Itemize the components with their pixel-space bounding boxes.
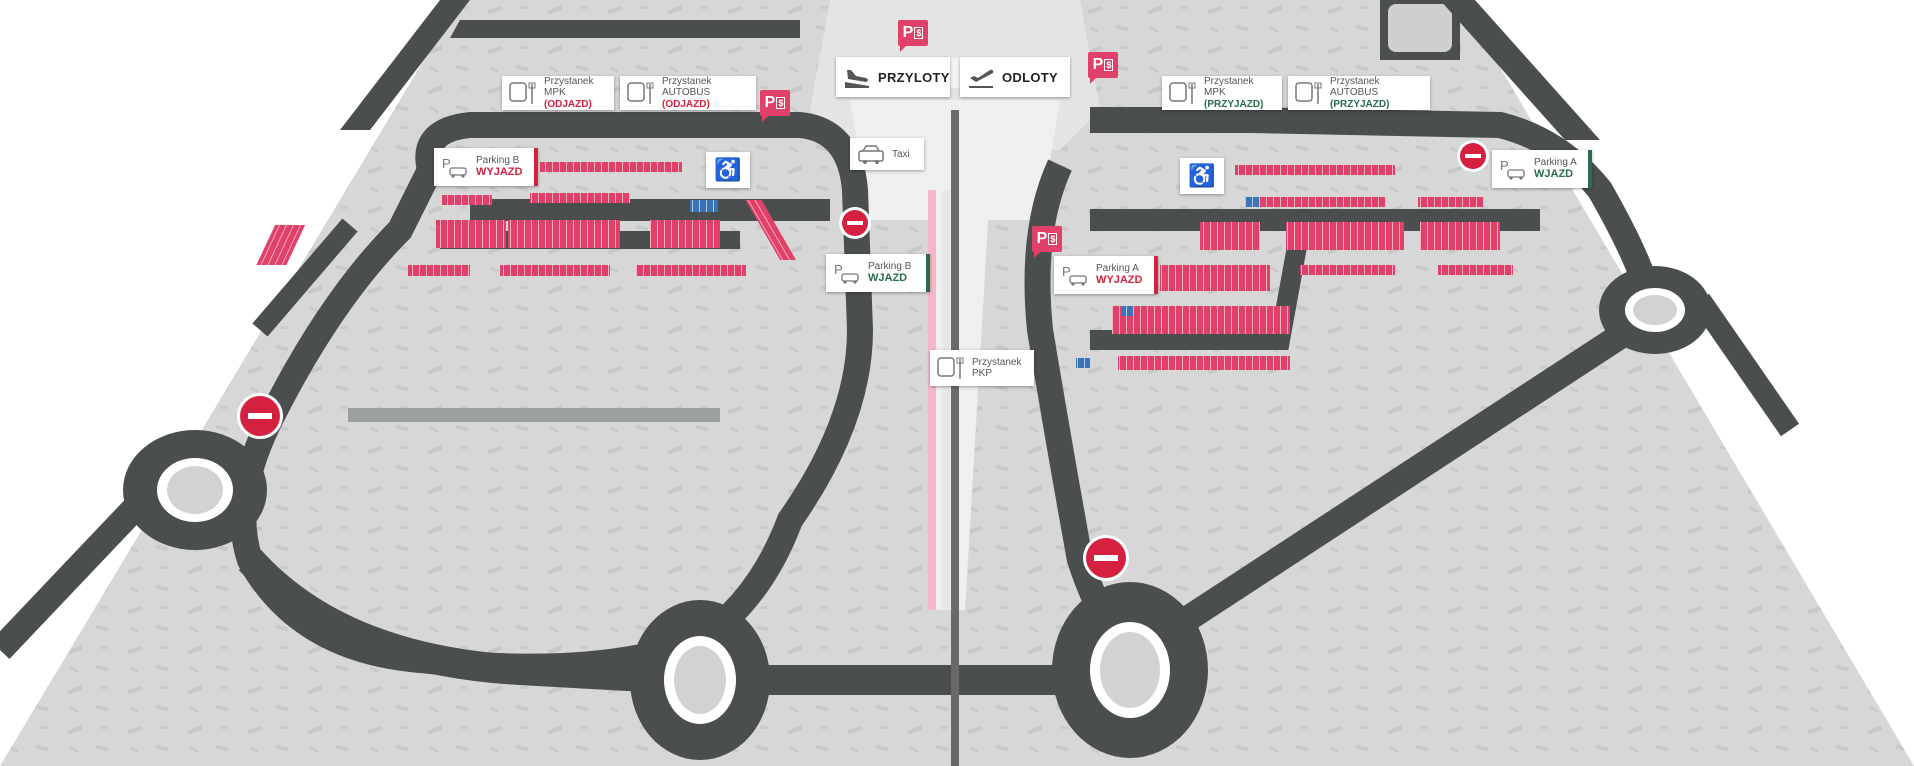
parking-badge-icon[interactable]: P$	[760, 90, 790, 122]
parking-car-icon: P	[1500, 158, 1525, 180]
no-entry-icon	[240, 396, 280, 436]
svg-text:P: P	[442, 156, 451, 171]
train-stop-icon	[937, 357, 964, 379]
stop-tag: (PRZYJAZD)	[1204, 98, 1264, 110]
ticket-icon: $	[914, 27, 924, 39]
parking-name: Parking B	[476, 154, 520, 166]
departures-label: ODLOTY	[1002, 69, 1058, 85]
ticket-icon: $	[1104, 59, 1114, 71]
parking-badge-icon[interactable]: P$	[898, 20, 928, 52]
roundabout-left	[123, 430, 267, 550]
parking-car-icon: P	[834, 262, 859, 284]
parking-badge-letter: P	[764, 94, 776, 111]
no-entry-icon	[1460, 143, 1486, 169]
bus-stop-icon	[627, 82, 654, 104]
parking-a-stalls	[1076, 165, 1513, 370]
parking-badge-icon[interactable]: P$	[1032, 226, 1062, 258]
road-top-right	[1440, 0, 1600, 140]
no-entry-icon	[842, 210, 868, 236]
stop-label-line1: Przystanek	[1330, 75, 1380, 87]
road-top-left	[340, 0, 470, 130]
stop-label-line2: MPK	[544, 87, 566, 99]
parking-badge-letter: P	[902, 24, 914, 41]
ticket-icon: $	[1048, 233, 1058, 245]
svg-text:P: P	[1500, 158, 1509, 173]
railway-track	[951, 110, 959, 766]
parking-badge-letter: P	[1036, 230, 1048, 247]
parking-name: Parking B	[868, 260, 912, 272]
parking-car-icon: P	[1062, 264, 1087, 286]
parking-b-stalls	[256, 162, 797, 276]
arrivals-sign[interactable]: PRZYLOTY	[836, 57, 950, 97]
plane-arrival-icon	[845, 70, 869, 88]
bus-stop-icon	[509, 82, 536, 104]
stop-label-line1: Przystanek	[662, 75, 712, 87]
stop-tag: (ODJAZD)	[662, 98, 710, 110]
gray-slab	[348, 408, 720, 422]
parking-name: Parking A	[1534, 156, 1577, 168]
ticket-icon: $	[776, 97, 786, 109]
stop-tag: (PRZYJAZD)	[1330, 98, 1390, 110]
stop-label-line1: Przystanek	[544, 75, 594, 87]
stop-label-line1: Przystanek	[1204, 75, 1254, 87]
taxi-stand[interactable]: Taxi	[850, 138, 924, 170]
taxi-label: Taxi	[892, 148, 910, 160]
wheelchair-icon: ♿	[706, 152, 750, 188]
parking-badge-icon[interactable]: P$	[1088, 52, 1118, 84]
parking-action: WYJAZD	[1096, 274, 1143, 287]
arrivals-label: PRZYLOTY	[878, 69, 950, 85]
parking-car-icon: P	[442, 156, 467, 178]
roundabout-right	[1052, 582, 1208, 758]
taxi-icon	[858, 145, 884, 164]
stop-label-line2: MPK	[1204, 87, 1226, 99]
parking-action: WJAZD	[1534, 168, 1574, 181]
no-entry-icon	[1086, 538, 1126, 578]
parking-action: WJAZD	[868, 272, 908, 285]
parking-name: Parking A	[1096, 262, 1139, 274]
plane-departure-icon	[969, 69, 994, 88]
stop-label-line2: AUTOBUS	[1330, 87, 1379, 99]
parking-action: WYJAZD	[476, 166, 523, 179]
road-bottom	[238, 549, 1080, 695]
svg-text:P: P	[1062, 264, 1071, 279]
wheelchair-icon: ♿	[1180, 158, 1224, 194]
bus-stop-icon	[1295, 82, 1322, 104]
stop-tag: (ODJAZD)	[544, 98, 592, 110]
stop-label-line2: AUTOBUS	[662, 87, 711, 99]
svg-text:P: P	[834, 262, 843, 277]
roundabout-far-right	[1599, 266, 1711, 354]
parking-badge-letter: P	[1092, 56, 1104, 73]
road-diagonal-right	[1132, 299, 1668, 661]
departures-sign[interactable]: ODLOTY	[960, 57, 1070, 97]
stop-label-line1: Przystanek	[972, 356, 1022, 368]
bus-stop-icon	[1169, 82, 1196, 104]
stop-label-line2: PKP	[972, 368, 993, 379]
roundabout-center	[630, 600, 770, 760]
road-loop-right	[1090, 106, 1663, 304]
